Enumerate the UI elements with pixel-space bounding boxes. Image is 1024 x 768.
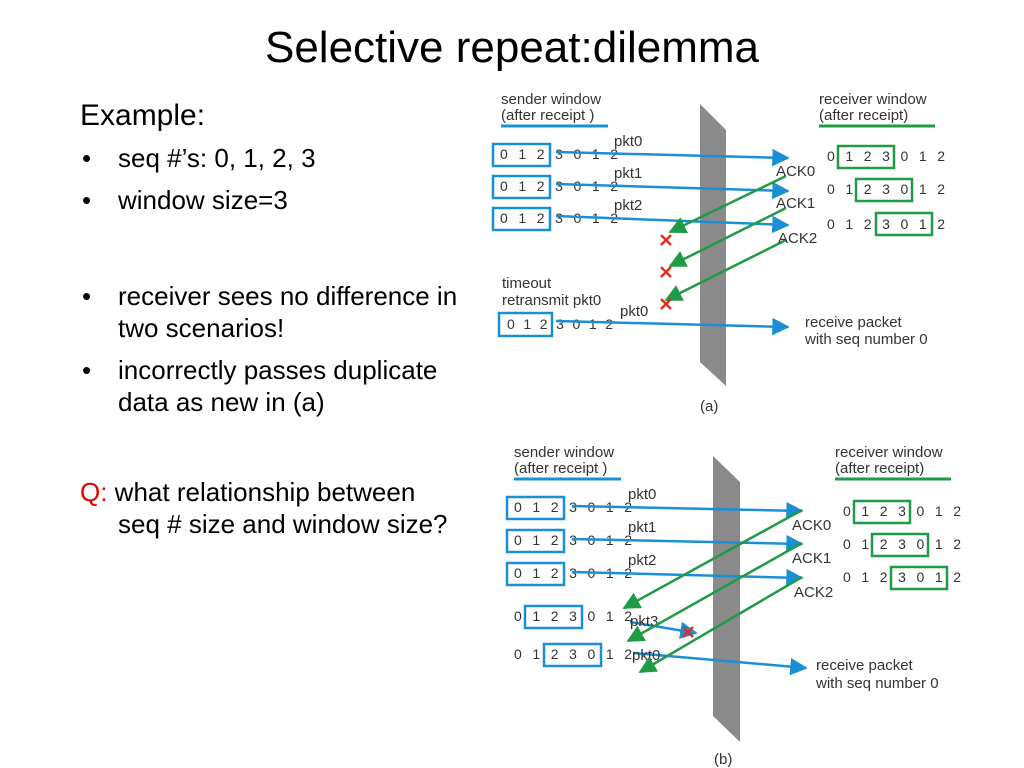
ack1-label: ACK1	[776, 195, 815, 212]
ack0-arrow	[668, 174, 787, 234]
receiver-window-row: 0 1 2 3 0 1 2	[827, 148, 945, 164]
pkt0-second-arrow	[633, 651, 808, 676]
lost-ack-cross-icon	[660, 266, 672, 278]
pkt0-arrow	[571, 501, 804, 520]
sender-window-box	[491, 174, 552, 200]
receive-packet-label: receive packet	[805, 314, 903, 331]
receiver-window-row: 0 1 2 3 0 1 2	[843, 536, 961, 552]
receiver-window-box	[852, 499, 912, 525]
ack1-arrow	[626, 541, 803, 643]
bullet-window-size: • window size=3	[80, 184, 460, 216]
caption-a: (a)	[700, 398, 718, 415]
bullet-duplicate-data: • incorrectly passes duplicate data as ne…	[80, 354, 460, 418]
receive-packet-label: receive packet	[816, 657, 914, 674]
example-heading: Example:	[80, 99, 206, 132]
lost-packet-cross-icon	[682, 626, 694, 638]
network-wall	[713, 456, 740, 742]
sender-window-box	[491, 206, 552, 232]
ack2-label: ACK2	[794, 584, 833, 601]
bullet-dot: •	[82, 355, 92, 385]
question: Q: what relationship between seq # size …	[80, 476, 460, 540]
bullet-seq-numbers: • seq #’s: 0, 1, 2, 3	[80, 142, 460, 174]
retransmit-label: retransmit pkt0	[502, 292, 601, 309]
sender-window-label: sender window	[514, 444, 614, 461]
pkt0-retransmit-label: pkt0	[620, 303, 648, 320]
ack1-label: ACK1	[792, 550, 831, 567]
question-text: what relationship between seq # size and…	[107, 477, 448, 539]
sender-window-row: 0 1 2 3 0 1 2	[514, 646, 632, 662]
pkt1-arrow	[571, 534, 804, 553]
caption-b: (b)	[714, 751, 732, 768]
sender-window-box	[505, 561, 566, 587]
bullet-no-difference: • receiver sees no difference in two scen…	[80, 280, 460, 344]
lost-ack-cross-icon	[660, 298, 672, 310]
pkt3-arrow	[629, 620, 698, 640]
sender-window-label: sender window	[501, 91, 601, 108]
receiver-window-box	[874, 211, 934, 237]
receiver-window-row: 0 1 2 3 0 1 2	[827, 216, 945, 232]
receiver-window-sublabel: (after receipt)	[835, 460, 924, 477]
bullet-text: seq #’s: 0, 1, 2, 3	[118, 143, 316, 173]
pkt1-arrow	[555, 181, 790, 200]
pkt2-label: pkt2	[628, 552, 656, 569]
receive-packet-sublabel: with seq number 0	[815, 675, 939, 692]
pkt0-arrow	[555, 148, 790, 167]
receiver-window-sublabel: (after receipt)	[819, 107, 908, 124]
diagram-a: sender window (after receipt ) receiver …	[491, 91, 945, 415]
receive-packet-sublabel: with seq number 0	[804, 331, 928, 348]
bullet-text: receiver sees no difference in two scena…	[118, 281, 458, 343]
receiver-window-row: 0 1 2 3 0 1 2	[843, 503, 961, 519]
pkt0-label: pkt0	[628, 486, 656, 503]
sender-window-box	[505, 528, 566, 554]
receiver-window-box	[870, 532, 930, 558]
pkt0-label: pkt0	[614, 133, 642, 150]
left-text-column: Example: • seq #’s: 0, 1, 2, 3 • window si…	[80, 96, 460, 540]
sender-window-row: 0 1 2 3 0 1 2	[507, 316, 613, 332]
bullet-dot: •	[82, 281, 92, 311]
diagram-b: sender window (after receipt ) receiver …	[505, 444, 961, 768]
pkt2-label: pkt2	[614, 197, 642, 214]
sender-window-row: 0 1 2 3 0 1 2	[514, 608, 632, 624]
slide-title: Selective repeat:dilemma	[264, 23, 759, 72]
receiver-window-label: receiver window	[835, 444, 943, 461]
bullet-text: incorrectly passes duplicate data as new…	[118, 355, 438, 417]
ack0-arrow	[622, 508, 803, 610]
receiver-window-box	[854, 177, 914, 203]
question-label: Q:	[80, 477, 108, 507]
sender-window-box	[497, 311, 554, 338]
receiver-window-row: 0 1 2 3 0 1 2	[843, 569, 961, 585]
receiver-window-box	[836, 144, 896, 170]
retransmit-pkt0-arrow	[555, 317, 790, 336]
receiver-window-box	[889, 565, 949, 591]
sender-window-box	[542, 642, 603, 668]
sender-window-sublabel: (after receipt )	[501, 107, 594, 124]
timeout-label: timeout	[502, 275, 552, 292]
pkt1-label: pkt1	[628, 519, 656, 536]
sender-window-box	[523, 604, 584, 630]
pkt1-label: pkt1	[614, 165, 642, 182]
bullet-dot: •	[82, 143, 92, 173]
sender-window-sublabel: (after receipt )	[514, 460, 607, 477]
ack2-arrow	[638, 575, 803, 674]
receiver-window-label: receiver window	[819, 91, 927, 108]
ack1-arrow	[668, 206, 787, 268]
receiver-window-row: 0 1 2 3 0 1 2	[827, 181, 945, 197]
sender-window-box	[491, 142, 552, 168]
ack2-arrow	[664, 238, 787, 302]
lost-ack-cross-icon	[660, 234, 672, 246]
pkt2-arrow	[571, 568, 804, 587]
ack2-label: ACK2	[778, 230, 817, 247]
bullet-dot: •	[82, 185, 92, 215]
ack0-label: ACK0	[776, 163, 815, 180]
sender-window-box	[505, 495, 566, 521]
bullet-text: window size=3	[118, 185, 288, 215]
ack0-label: ACK0	[792, 517, 831, 534]
